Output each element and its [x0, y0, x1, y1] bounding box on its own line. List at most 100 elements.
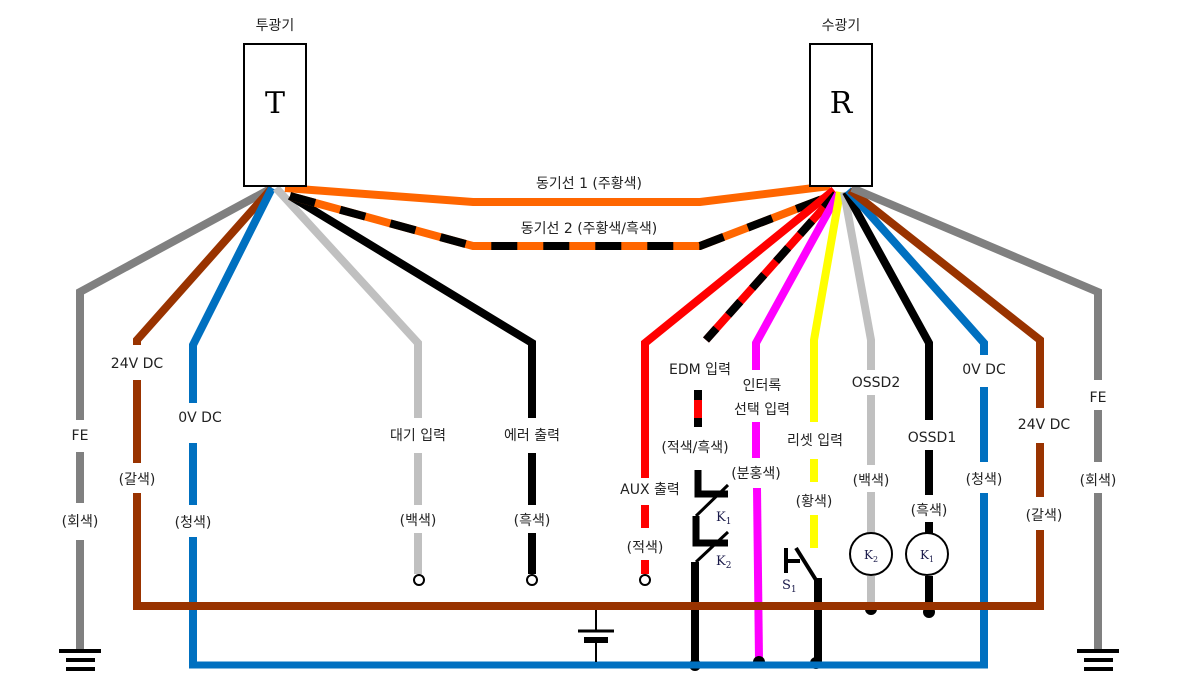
- label-background: [107, 354, 167, 374]
- label-background: [1086, 388, 1110, 408]
- receiver-wire-24v: [847, 186, 1044, 408]
- label-background: [387, 426, 449, 446]
- receiver-ossd2-label: OSSD2: [852, 375, 900, 391]
- receiver-edm-color: (적색/흑색): [661, 439, 728, 456]
- label-background: [731, 400, 793, 420]
- label-background: [68, 426, 92, 446]
- emitter-box: [243, 43, 307, 187]
- receiver-ossd2-color: (백색): [853, 473, 890, 489]
- receiver-letter: R: [830, 86, 854, 121]
- emitter-0v-label: 0V DC: [178, 410, 222, 426]
- label-background: [532, 174, 646, 194]
- edm-contact-k2-blade: [694, 530, 730, 564]
- label-background: [623, 538, 667, 558]
- label-background: [115, 470, 159, 490]
- sync-line-2-label: 동기선 2 (주황색/흑색): [521, 220, 658, 237]
- receiver-wire-0v: [845, 187, 988, 355]
- receiver-aux-color: (적색): [627, 540, 664, 556]
- sync-line-1-label: 동기선 1 (주황색): [536, 176, 642, 192]
- label-background: [728, 464, 784, 484]
- emitter-wire-fe: [76, 184, 274, 420]
- emitter-standby-color: (백색): [400, 513, 437, 529]
- receiver-24v-label: 24V DC: [1018, 417, 1071, 433]
- receiver-aux-terminal: [639, 574, 651, 586]
- receiver-0v-label: 0V DC: [962, 362, 1006, 378]
- label-background: [959, 360, 1009, 380]
- receiver-wire-interlock-seg3: [753, 487, 763, 661]
- relay-coil-k2: [849, 532, 893, 576]
- label-background: [849, 471, 893, 491]
- receiver-24v-color: (갈색): [1026, 508, 1063, 524]
- receiver-0v-color: (청색): [966, 472, 1003, 488]
- receiver-wire-aux: [641, 186, 837, 478]
- receiver-ossd1-color: (흑색): [911, 502, 948, 519]
- receiver-interlock-color: (분홍색): [731, 466, 781, 482]
- receiver-wire-ossd2: [840, 191, 875, 370]
- reset-switch-s1-blade: [794, 546, 818, 582]
- label-background: [501, 426, 563, 446]
- label-background: [517, 218, 661, 239]
- emitter-24v-label: 24V DC: [111, 356, 164, 372]
- edm-contact-k1-blade: [694, 483, 730, 518]
- receiver-reset-label: 리셋 입력: [787, 433, 843, 449]
- emitter-error-color: (흑색): [514, 512, 551, 529]
- coil-k1-label: K1: [920, 548, 934, 564]
- label-background: [904, 428, 960, 448]
- sync-line-2-dash: [288, 192, 832, 250]
- ground-icon-right: [1077, 649, 1119, 671]
- label-background: [848, 373, 904, 393]
- receiver-interlock-label-2: 선택 입력: [734, 402, 790, 418]
- label-background: [658, 437, 732, 458]
- emitter-error-terminal: [526, 574, 538, 586]
- label-background: [1014, 415, 1074, 435]
- edm-k1-label: K1: [716, 510, 731, 527]
- emitter-fe-color: (회색): [62, 514, 99, 530]
- label-background: [617, 480, 683, 500]
- receiver-title: 수광기: [822, 18, 861, 34]
- receiver-fe-label: FE: [1090, 390, 1107, 406]
- receiver-wire-reset: [810, 191, 844, 422]
- label-background: [252, 16, 298, 36]
- receiver-wire-ossd1: [842, 190, 933, 420]
- sync-line-1: [284, 182, 831, 206]
- emitter-wire-0v: [189, 186, 276, 403]
- receiver-reset-color: (황색): [796, 494, 833, 510]
- label-background: [818, 16, 864, 36]
- receiver-aux-label: AUX 출력: [620, 482, 680, 498]
- emitter-error-label: 에러 출력: [504, 428, 560, 444]
- label-background: [739, 376, 785, 396]
- label-background: [962, 470, 1006, 490]
- receiver-box: [809, 43, 873, 187]
- label-background: [792, 492, 836, 512]
- receiver-fe-color: (회색): [1080, 473, 1117, 489]
- emitter-fe-label: FE: [72, 428, 89, 444]
- label-background: [58, 512, 102, 532]
- label-background: [666, 360, 734, 380]
- receiver-interlock-label-1: 인터록: [743, 378, 782, 394]
- receiver-wire-interlock: [752, 192, 842, 370]
- relay-coil-k1: [905, 532, 949, 576]
- edm-k2-label: K2: [716, 554, 731, 571]
- label-background: [510, 510, 554, 531]
- reset-s1-label: S1: [782, 578, 797, 595]
- emitter-wire-24v: [133, 185, 275, 345]
- receiver-ossd1-label: OSSD1: [908, 430, 956, 446]
- emitter-wire-error: [287, 192, 536, 418]
- coil-k2-label: K2: [864, 548, 878, 564]
- ground-icon-left: [59, 649, 101, 671]
- receiver-edm-label: EDM 입력: [669, 362, 731, 378]
- label-background: [396, 511, 440, 531]
- label-background: [175, 408, 225, 428]
- receiver-wire-fe: [850, 184, 1102, 380]
- emitter-standby-terminal: [413, 574, 425, 586]
- label-background: [1076, 471, 1120, 491]
- emitter-title: 투광기: [256, 18, 295, 34]
- label-background: [171, 513, 215, 533]
- emitter-24v-color: (갈색): [119, 472, 156, 488]
- label-background: [784, 431, 846, 451]
- emitter-standby-label: 대기 입력: [390, 428, 446, 444]
- emitter-0v-color: (청색): [175, 515, 212, 531]
- emitter-letter: T: [265, 86, 285, 121]
